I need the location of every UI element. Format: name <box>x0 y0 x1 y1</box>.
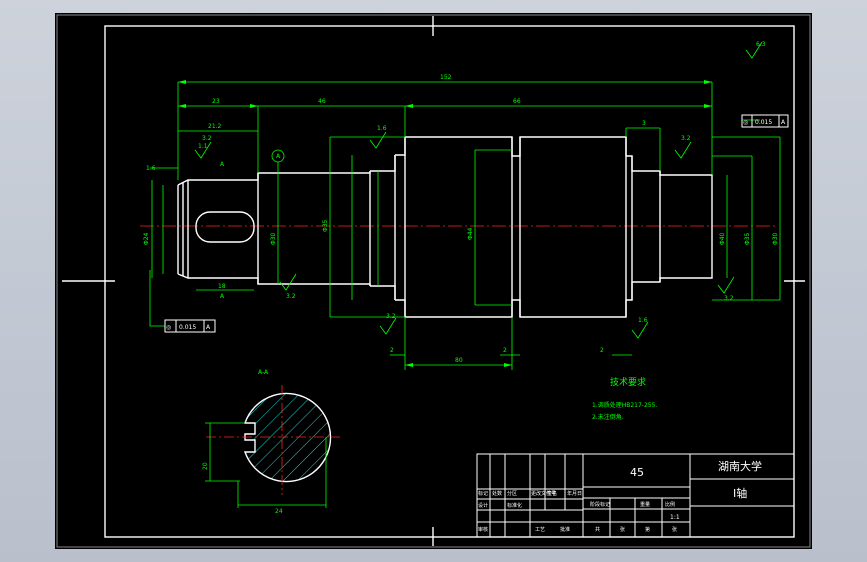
datum-label: A <box>276 153 281 160</box>
dim-dia-3: Φ35 <box>322 219 329 232</box>
tech-req-title: 技术要求 <box>610 376 646 388</box>
tol-right-datum: A <box>781 119 786 126</box>
title-part-name: I轴 <box>733 486 747 500</box>
tb-label-sign: 签名 <box>547 490 557 497</box>
tb-process: 工艺 <box>535 527 545 533</box>
tb-approve: 批准 <box>560 526 570 533</box>
dim-dia-1: Φ24 <box>143 232 150 245</box>
tol-left-datum: A <box>206 324 211 331</box>
frame-center-marks <box>62 16 805 546</box>
dim-gear-width: 80 <box>455 357 463 364</box>
tech-req-item-1: 1.调质处理HB217-255. <box>592 401 657 409</box>
dim-keyway-offset: 21.2 <box>208 123 222 130</box>
section-view <box>205 385 340 508</box>
roughness-5: 1.6 <box>638 317 648 324</box>
dim-left-segment: 23 <box>212 98 220 105</box>
dimension-lines <box>149 81 781 370</box>
sheet-outer-border <box>56 14 811 548</box>
tb-weight: 重量 <box>640 501 650 508</box>
tb-ratio: 比例 <box>665 501 675 508</box>
tb-label-mark: 标记 <box>478 490 488 497</box>
tb-sheet-2: 张 <box>672 526 677 533</box>
section-label: A-A <box>258 369 269 376</box>
tol-left-symbol: ◎ <box>166 324 171 331</box>
tb-label-date: 年月日 <box>567 490 582 497</box>
tb-total: 共 <box>595 526 600 533</box>
roughness-4: 3.2 <box>386 313 396 320</box>
keyway-slot <box>195 211 255 243</box>
dim-dia-2: Φ30 <box>270 232 277 245</box>
tb-label-zone: 分区 <box>507 490 517 497</box>
tb-stage: 阶段标记 <box>590 501 610 508</box>
tech-req-item-2: 2.未注倒角. <box>592 413 624 421</box>
title-school: 湖南大学 <box>718 459 762 473</box>
dim-groove-4: 2 <box>600 347 604 354</box>
tol-left-value: 0.015 <box>179 324 196 331</box>
dim-dia-4: Φ44 <box>467 227 474 240</box>
dim-groove-2: 2 <box>390 347 394 354</box>
dimension-arrows <box>178 80 712 367</box>
tb-order: 第 <box>645 526 650 533</box>
tol-right-value: 0.015 <box>755 119 772 126</box>
dim-right-segment: 66 <box>513 98 521 105</box>
roughness-2: 1.6 <box>377 125 387 132</box>
title-block <box>476 453 795 538</box>
dim-dia-5: Φ40 <box>719 232 726 245</box>
tb-label-change: 更改文件号 <box>531 490 556 497</box>
tb-standard: 标准化 <box>507 502 522 509</box>
tb-sheet: 张 <box>620 526 625 533</box>
roughness-general: 3.2 <box>724 295 734 302</box>
roughness-6: 3.2 <box>286 293 296 300</box>
dim-chamfer-left: 1.6 <box>146 165 156 172</box>
title-scale: 1:1 <box>670 514 680 521</box>
dim-dia-6: Φ35 <box>744 232 751 245</box>
tolerance-frames <box>164 114 789 333</box>
tb-design: 设计 <box>478 502 488 509</box>
section-mark-top: A <box>220 161 225 168</box>
dim-section-width: 24 <box>275 508 283 515</box>
roughness-top-right: 6.3 <box>756 41 766 48</box>
dim-overall: 152 <box>440 74 452 81</box>
tb-label-count: 处数 <box>492 490 502 497</box>
title-material: 45 <box>630 466 644 479</box>
dim-middle-segment: 46 <box>318 98 326 105</box>
section-mark-bottom: A <box>220 293 225 300</box>
tb-review: 审核 <box>478 526 488 533</box>
dim-key-width: 18 <box>218 283 226 290</box>
roughness-1: 3.2 <box>202 135 212 142</box>
dim-dia-7: Φ30 <box>772 232 779 245</box>
dim-section-depth: 20 <box>202 462 209 470</box>
dim-step-right: 3 <box>642 120 646 127</box>
roughness-3: 3.2 <box>681 135 691 142</box>
tol-right-symbol: ◎ <box>743 119 748 126</box>
dim-groove-1: 1.1 <box>198 143 208 150</box>
roughness-symbols <box>194 41 763 339</box>
dim-groove-3: 2 <box>503 347 507 354</box>
